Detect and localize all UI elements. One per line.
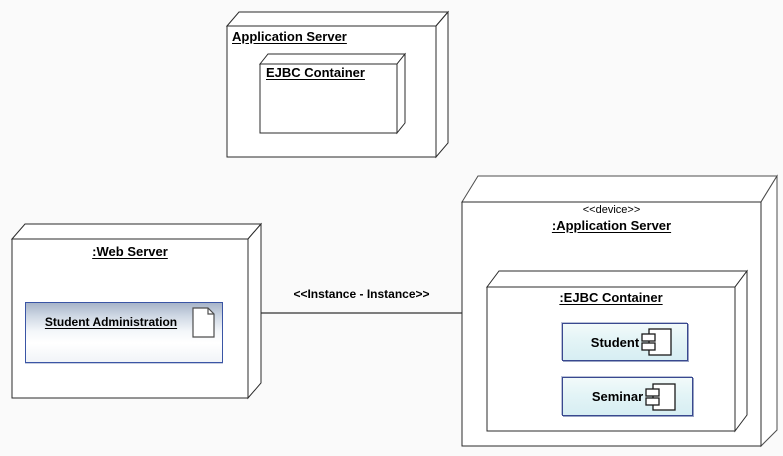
node-ejbc-container-top: [258, 52, 407, 135]
app-server-top-title: Application Server: [232, 29, 347, 44]
device-stereotype: <<device>>: [582, 204, 641, 216]
connector-label: <<Instance - Instance>>: [293, 287, 430, 301]
component-student: Student: [562, 323, 688, 361]
component-seminar-label: Seminar: [591, 389, 644, 404]
app-server-right-title: :Application Server: [551, 218, 672, 233]
artifact-label: Student Administration: [44, 315, 178, 329]
component-icon: [645, 382, 676, 411]
component-student-label: Student: [590, 334, 640, 350]
document-icon: [192, 307, 215, 338]
component-icon: [641, 328, 672, 356]
web-server-title: :Web Server: [92, 244, 168, 259]
artifact-student-administration: Student Administration: [25, 302, 223, 363]
component-seminar: Seminar: [562, 377, 693, 416]
ejbc-container-right-title: :EJBC Container: [559, 290, 663, 305]
ejbc-container-top-title: EJBC Container: [266, 65, 365, 80]
